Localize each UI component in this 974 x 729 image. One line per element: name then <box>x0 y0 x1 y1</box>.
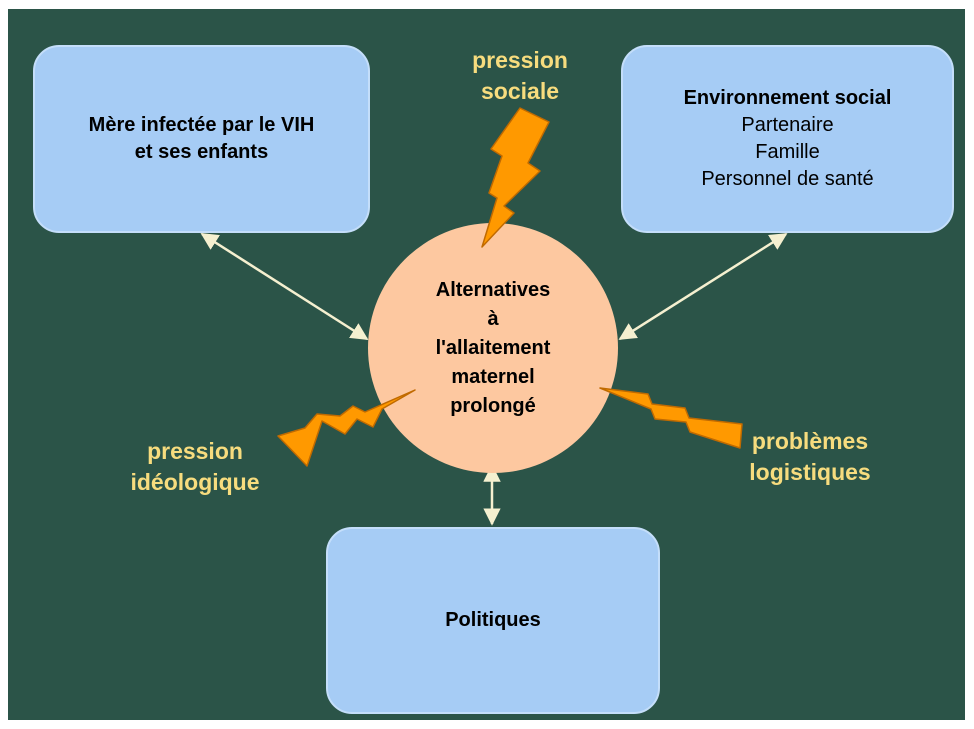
center-line-2: à <box>487 307 499 330</box>
center-line-5: prolongé <box>450 394 536 417</box>
box-social-environment: Environnement social Partenaire Famille … <box>621 45 954 233</box>
pressure-logistic-line-1: problèmes <box>751 428 869 454</box>
pressure-social-line-2: sociale <box>481 78 559 104</box>
lightning-bolt-logistic <box>599 387 743 449</box>
pressure-ideological-label: pression idéologique <box>112 436 278 498</box>
pressure-social-line-1: pression <box>472 47 568 73</box>
arrow-mother-center <box>200 232 369 341</box>
environment-title: Environnement social <box>683 87 892 109</box>
mother-line-1: Mère infectée par le VIH <box>88 114 315 136</box>
environment-item-partner: Partenaire <box>741 114 834 136</box>
center-line-1: Alternatives <box>435 278 551 301</box>
center-line-4: maternel <box>451 365 535 388</box>
box-mother-hiv: Mère infectée par le VIH et ses enfants <box>33 45 370 233</box>
arrow-environment-center <box>618 232 788 341</box>
environment-item-health-staff: Personnel de santé <box>701 168 874 190</box>
politics-label: Politiques <box>445 609 541 631</box>
mother-line-2: et ses enfants <box>134 141 269 163</box>
pressure-logistic-label: problèmes logistiques <box>712 426 908 488</box>
pressure-ideological-line-2: idéologique <box>130 469 260 495</box>
lightning-bolt-ideological <box>277 389 416 467</box>
box-politics: Politiques <box>326 527 660 714</box>
pressure-logistic-line-2: logistiques <box>749 459 871 485</box>
lightning-bolt-social <box>481 107 550 248</box>
pressure-ideological-line-1: pression <box>147 438 243 464</box>
pressure-social-label: pression sociale <box>446 45 594 107</box>
center-circle: Alternatives à l'allaitement maternel pr… <box>368 223 618 473</box>
center-line-3: l'allaitement <box>435 336 551 359</box>
environment-item-family: Famille <box>755 141 820 163</box>
